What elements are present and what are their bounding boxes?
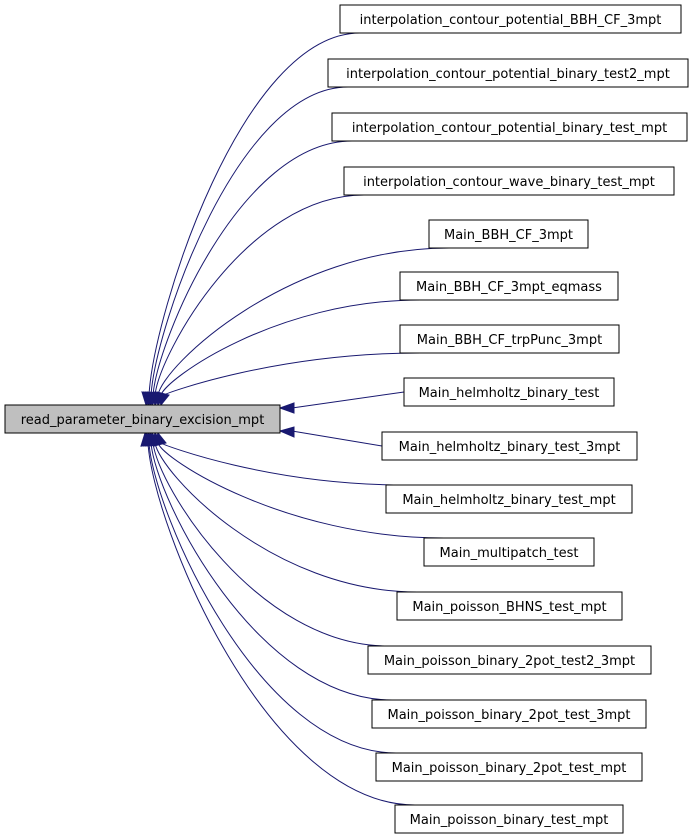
caller-node-box bbox=[396, 591, 623, 621]
arrowhead bbox=[278, 402, 295, 414]
caller-node-box bbox=[331, 112, 688, 142]
call-edge bbox=[291, 430, 383, 447]
caller-node[interactable]: interpolation_contour_potential_BBH_CF_3… bbox=[339, 4, 682, 34]
call-edge bbox=[163, 352, 421, 396]
call-edge bbox=[157, 247, 450, 396]
arrowhead bbox=[156, 391, 170, 407]
caller-node-label: Main_poisson_binary_2pot_test_3mpt bbox=[387, 708, 630, 723]
caller-node[interactable]: Main_poisson_binary_2pot_test_3mpt bbox=[371, 699, 647, 729]
caller-node-label: Main_poisson_binary_test_mpt bbox=[410, 813, 609, 828]
caller-node-label: Main_BBH_CF_3mpt_eqmass bbox=[416, 280, 602, 295]
caller-node-label: interpolation_contour_potential_BBH_CF_3… bbox=[360, 13, 662, 28]
call-edge bbox=[154, 194, 365, 396]
caller-node-label: Main_poisson_BHNS_test_mpt bbox=[412, 600, 606, 615]
caller-node[interactable]: Main_poisson_binary_2pot_test_mpt bbox=[375, 752, 643, 782]
caller-node-label: Main_BBH_CF_3mpt bbox=[444, 228, 573, 243]
caller-node-label: interpolation_contour_wave_binary_test_m… bbox=[363, 175, 655, 190]
caller-node[interactable]: Main_poisson_BHNS_test_mpt bbox=[396, 591, 623, 621]
caller-node[interactable]: Main_helmholtz_binary_test_mpt bbox=[385, 484, 633, 514]
caller-node-box bbox=[381, 431, 638, 461]
caller-node-label: interpolation_contour_potential_binary_t… bbox=[352, 121, 667, 136]
caller-node[interactable]: interpolation_contour_potential_binary_t… bbox=[331, 112, 688, 142]
caller-node[interactable]: Main_helmholtz_binary_test bbox=[403, 377, 615, 407]
caller-node-label: Main_helmholtz_binary_test_3mpt bbox=[399, 440, 621, 455]
caller-node-box bbox=[399, 271, 619, 301]
caller-node-label: Main_poisson_binary_2pot_test2_3mpt bbox=[384, 654, 635, 669]
call-edge bbox=[157, 442, 445, 539]
caller-node[interactable]: Main_poisson_binary_test_mpt bbox=[394, 804, 624, 834]
call-edge bbox=[291, 391, 405, 409]
caller-node-box bbox=[399, 324, 620, 354]
caller-node-box bbox=[428, 219, 589, 249]
call-edge bbox=[152, 442, 389, 647]
caller-node-box bbox=[339, 4, 682, 34]
root-node-box bbox=[4, 404, 281, 434]
call-edge bbox=[148, 32, 361, 396]
call-edge bbox=[160, 442, 407, 486]
call-edge bbox=[150, 442, 393, 701]
caller-node[interactable]: Main_helmholtz_binary_test_3mpt bbox=[381, 431, 638, 461]
caller-node-box bbox=[403, 377, 615, 407]
arrowhead bbox=[278, 426, 295, 438]
caller-node-label: interpolation_contour_potential_binary_t… bbox=[346, 67, 670, 82]
caller-node[interactable]: interpolation_contour_potential_binary_t… bbox=[327, 58, 689, 88]
call-edge bbox=[160, 299, 421, 396]
call-edge bbox=[152, 140, 353, 396]
edges-layer bbox=[140, 32, 450, 806]
caller-node-box bbox=[367, 645, 652, 675]
caller-node-label: Main_helmholtz_binary_test_mpt bbox=[402, 493, 615, 508]
call-edge bbox=[154, 442, 418, 593]
caller-node-box bbox=[375, 752, 643, 782]
caller-node[interactable]: Main_BBH_CF_3mpt_eqmass bbox=[399, 271, 619, 301]
caller-node[interactable]: Main_BBH_CF_3mpt bbox=[428, 219, 589, 249]
caller-node[interactable]: interpolation_contour_wave_binary_test_m… bbox=[343, 166, 675, 196]
arrowhead bbox=[140, 431, 154, 447]
call-edge bbox=[150, 86, 349, 396]
caller-node-box bbox=[343, 166, 675, 196]
caller-node-label: Main_helmholtz_binary_test bbox=[419, 386, 600, 401]
caller-node[interactable]: Main_poisson_binary_2pot_test2_3mpt bbox=[367, 645, 652, 675]
caller-node-label: Main_poisson_binary_2pot_test_mpt bbox=[392, 761, 627, 776]
call-edge bbox=[148, 442, 397, 754]
caller-node-box bbox=[327, 58, 689, 88]
root-node-label: read_parameter_binary_excision_mpt bbox=[21, 413, 265, 428]
caller-node-box bbox=[394, 804, 624, 834]
caller-node-box bbox=[371, 699, 647, 729]
call-edge bbox=[147, 442, 416, 806]
caller-node-label: Main_BBH_CF_trpPunc_3mpt bbox=[417, 333, 602, 348]
caller-node[interactable]: Main_multipatch_test bbox=[423, 537, 595, 567]
caller-node-label: Main_multipatch_test bbox=[440, 546, 579, 561]
caller-nodes: interpolation_contour_potential_BBH_CF_3… bbox=[327, 4, 689, 834]
caller-node-box bbox=[423, 537, 595, 567]
caller-node-box bbox=[385, 484, 633, 514]
caller-node[interactable]: Main_BBH_CF_trpPunc_3mpt bbox=[399, 324, 620, 354]
root-node[interactable]: read_parameter_binary_excision_mpt bbox=[4, 404, 281, 434]
